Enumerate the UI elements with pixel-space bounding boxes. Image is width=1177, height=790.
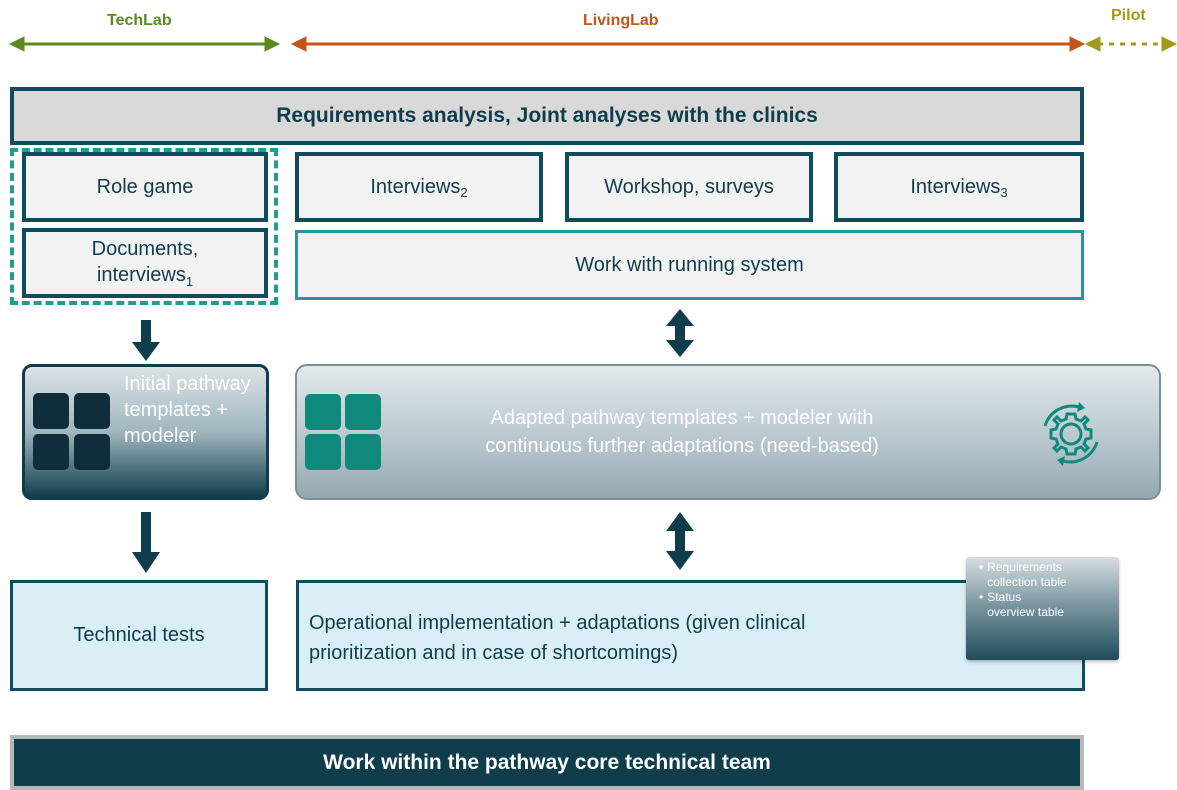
running-system-box: Work with running system xyxy=(295,230,1084,300)
role-game-box: Role game xyxy=(22,152,268,222)
role-game-label: Role game xyxy=(96,175,194,198)
operational-line2: prioritization and in case of shortcomin… xyxy=(309,642,679,664)
grid-icon-dark xyxy=(33,393,69,429)
documents-interviews-box: Documents, interviews1 xyxy=(22,228,268,298)
running-system-label: Work with running system xyxy=(575,253,804,276)
grid-icon-dark xyxy=(74,434,110,470)
technical-tests-label: Technical tests xyxy=(73,624,205,646)
grid-icon-teal xyxy=(345,394,381,430)
adapted-templates-label: Adapted pathway templates + modeler with… xyxy=(392,404,972,460)
double-arrow-icon xyxy=(666,309,694,357)
interviews-2-subscript: 2 xyxy=(460,184,468,200)
adapted-templates-box: Adapted pathway templates + modeler with… xyxy=(295,364,1161,500)
interviews-2-label: Interviews xyxy=(370,175,461,198)
down-arrow-icon xyxy=(132,512,160,573)
pilot-arrow xyxy=(1084,36,1177,52)
operational-implementation-box: Operational implementation + adaptations… xyxy=(296,580,1085,691)
phase-label-pilot: Pilot xyxy=(1111,7,1146,24)
note-item-line: overview table xyxy=(987,605,1064,619)
documents-label: Documents, xyxy=(91,238,199,260)
note-item-line: collection table xyxy=(987,575,1067,589)
livinglab-arrow xyxy=(290,36,1086,52)
adapted-templates-line1: Adapted pathway templates + modeler with xyxy=(490,407,874,429)
interviews-1-label: interviews xyxy=(96,264,186,286)
requirements-analysis-header: Requirements analysis, Joint analyses wi… xyxy=(10,87,1084,145)
phase-arrows xyxy=(8,36,1177,52)
interviews-1-subscript: 1 xyxy=(185,274,194,289)
grid-icon-teal xyxy=(305,434,341,470)
phase-label-livinglab: LivingLab xyxy=(583,12,659,29)
techlab-arrow xyxy=(8,36,281,52)
double-arrow-icon xyxy=(666,512,694,570)
phase-label-techlab: TechLab xyxy=(107,12,172,29)
grid-icon-teal xyxy=(345,434,381,470)
grid-icon-dark xyxy=(74,393,110,429)
note-item-line: Requirements xyxy=(987,560,1062,574)
core-team-footer: Work within the pathway core technical t… xyxy=(10,735,1084,790)
interviews-3-subscript: 3 xyxy=(1000,184,1008,200)
note-bullet: • xyxy=(979,590,984,604)
interviews-3-label: Interviews xyxy=(910,175,1001,198)
adapted-templates-line2: continuous further adaptations (need-bas… xyxy=(485,435,879,457)
initial-templates-label: Initial pathway templates + modeler xyxy=(124,373,251,447)
workshop-surveys-box: Workshop, surveys xyxy=(565,152,813,222)
techlab-methods-group xyxy=(10,148,278,305)
note-bullet: • xyxy=(979,560,984,574)
workshop-surveys-label: Workshop, surveys xyxy=(604,175,774,198)
grid-icon-teal xyxy=(305,394,341,430)
initial-templates-box: Initial pathway templates + modeler xyxy=(22,364,269,500)
gear-cycle-icon xyxy=(1043,402,1099,466)
grid-icon-dark xyxy=(33,434,69,470)
operational-line1: Operational implementation + adaptations… xyxy=(309,612,806,634)
technical-tests-box: Technical tests xyxy=(10,580,268,691)
note-item-line: Status xyxy=(987,590,1022,604)
down-arrow-icon xyxy=(132,320,160,361)
